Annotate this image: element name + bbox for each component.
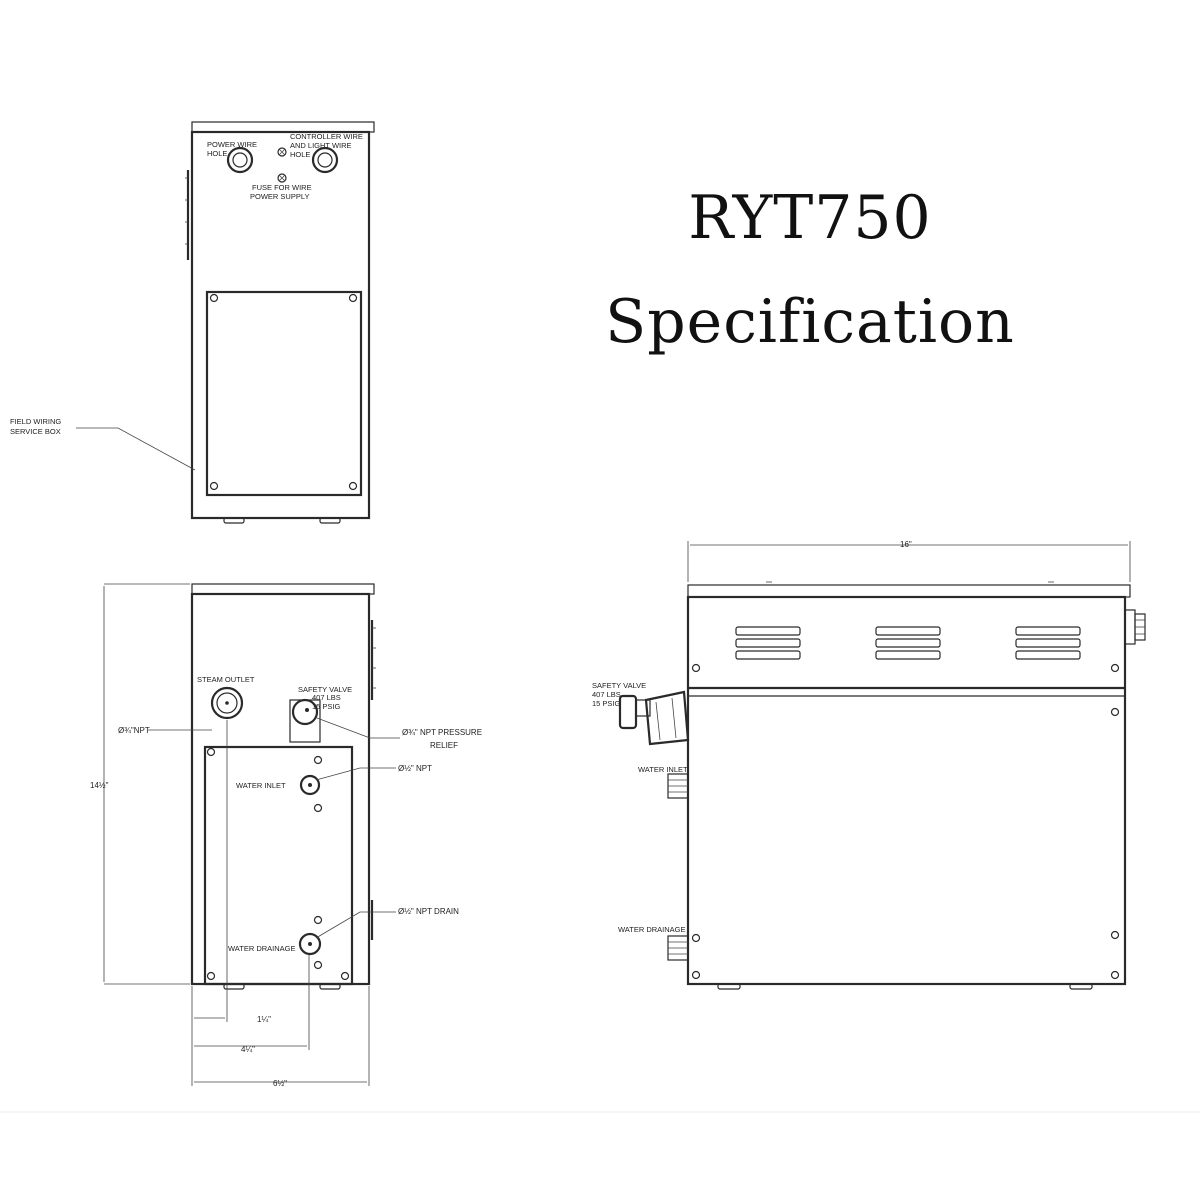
controller-wire-hole-icon <box>311 146 339 174</box>
drain-size-label: Ø½" NPT DRAIN <box>398 907 459 916</box>
dim-outlet-label: 1¼" <box>257 1015 271 1024</box>
top-view-foot-left <box>223 517 245 524</box>
length-label: 16" <box>900 540 912 549</box>
controller-wire-label-2: AND LIGHT WIRE <box>290 141 352 150</box>
side-cable-gland-icon <box>1124 609 1146 645</box>
width-label: 6½" <box>273 1079 287 1088</box>
field-wiring-label-2: SERVICE BOX <box>10 427 61 436</box>
relief-label-1: Ø¾" NPT PRESSURE <box>402 728 482 737</box>
side-safety-valve-label-3: 15 PSIG <box>592 699 621 708</box>
spec-subtitle: Specification <box>605 287 1015 357</box>
top-view: POWER WIRE HOLE CONTROLLER WIRE AND LIGH… <box>10 121 375 524</box>
front-view-lid <box>191 583 375 595</box>
side-foot-right <box>1069 983 1093 990</box>
relief-label-2: RELIEF <box>430 741 458 750</box>
field-wiring-leader <box>76 427 196 471</box>
controller-wire-label-3: HOLE <box>290 150 310 159</box>
controller-wire-label-1: CONTROLLER WIRE <box>290 132 363 141</box>
side-water-inlet-pipe <box>667 773 689 799</box>
safety-valve-label-1: SAFETY VALVE <box>298 685 352 694</box>
steam-outlet-label: STEAM OUTLET <box>197 675 255 684</box>
front-view: STEAM OUTLET SAFETY VALVE 407 LBS 15 PSI… <box>90 583 482 1088</box>
side-water-drainage-pipe <box>667 935 689 961</box>
top-view-fins <box>185 170 190 260</box>
power-wire-hole-icon <box>226 146 254 174</box>
water-drainage-label: WATER DRAINAGE <box>228 944 296 953</box>
fuse-label-2: POWER SUPPLY <box>250 192 309 201</box>
field-wiring-service-box <box>205 290 363 497</box>
top-view-lid <box>191 121 375 133</box>
safety-valve-icon <box>291 698 319 726</box>
side-foot-left <box>717 983 741 990</box>
fuse-indicator-icon <box>277 147 287 157</box>
inlet-size-label: Ø½" NPT <box>398 764 432 773</box>
front-lower-panel <box>203 745 354 986</box>
fuse-label-1: FUSE FOR WIRE <box>252 183 312 192</box>
power-wire-label-2: HOLE <box>207 149 227 158</box>
safety-valve-label-3: 15 PSIG <box>312 702 341 711</box>
dim-drain-label: 4¼" <box>241 1045 255 1054</box>
fuse-icon <box>277 173 287 183</box>
relief-leader <box>316 717 400 739</box>
power-wire-label-1: POWER WIRE <box>207 140 257 149</box>
inlet-leader <box>315 767 396 781</box>
safety-valve-label-2: 407 LBS <box>312 693 341 702</box>
height-label: 14½" <box>90 781 109 790</box>
top-view-foot-right <box>319 517 341 524</box>
front-view-fins <box>370 620 376 940</box>
top-view-body <box>190 130 371 520</box>
water-inlet-icon <box>299 774 321 796</box>
drain-leader <box>315 911 396 939</box>
outlet-size-label: Ø¾"NPT <box>118 726 150 735</box>
field-wiring-label-1: FIELD WIRING <box>10 417 61 426</box>
water-drainage-icon <box>298 932 322 956</box>
side-safety-valve-icon <box>618 690 690 746</box>
front-panel-screws <box>206 747 350 981</box>
side-water-inlet-label: WATER INLET <box>638 765 688 774</box>
side-view-screws <box>691 663 1120 980</box>
side-view-body <box>686 595 1127 986</box>
steam-outlet-icon <box>210 686 244 720</box>
model-title: RYT750 <box>688 183 932 253</box>
side-view-vents <box>735 626 1081 660</box>
side-view-lid <box>687 584 1131 598</box>
side-safety-valve-label-2: 407 LBS <box>592 690 621 699</box>
water-inlet-label: WATER INLET <box>236 781 286 790</box>
side-water-drainage-label: WATER DRAINAGE <box>618 925 686 934</box>
service-box-screws <box>209 293 358 491</box>
side-safety-valve-label-1: SAFETY VALVE <box>592 681 646 690</box>
side-view: 16" <box>592 540 1146 990</box>
